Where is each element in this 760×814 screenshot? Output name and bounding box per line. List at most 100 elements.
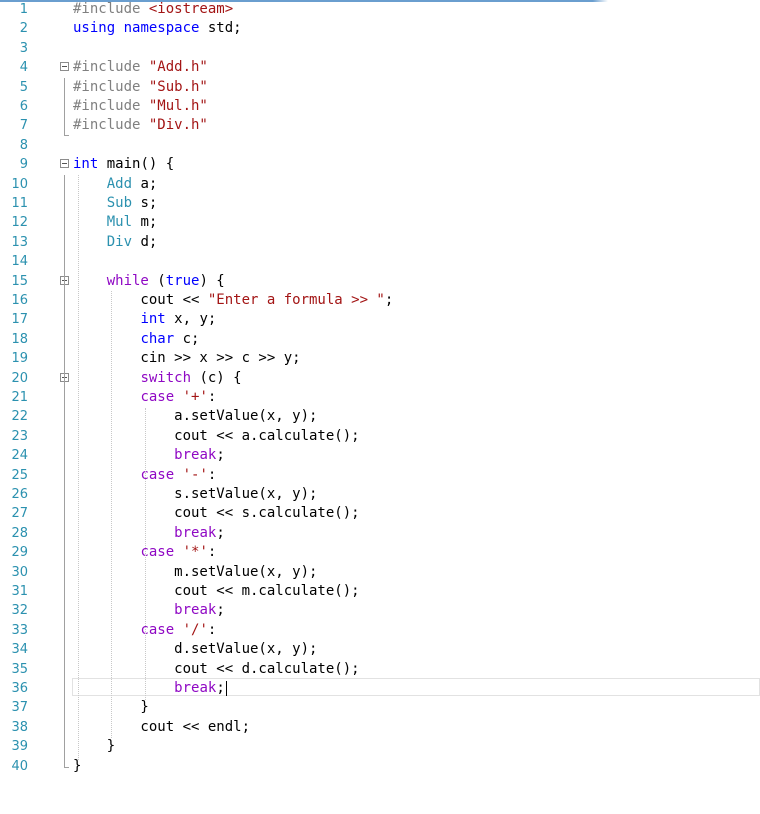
code-line[interactable]: 13 Div d; <box>0 233 760 252</box>
code-text: switch (c) { <box>140 369 242 386</box>
line-number: 6 <box>19 99 28 114</box>
code-line[interactable]: 8 <box>0 136 760 155</box>
code-line[interactable]: 39 } <box>0 737 760 756</box>
line-number: 17 <box>11 312 28 328</box>
code-text: break; <box>174 524 225 541</box>
include-fold-rail-end <box>64 135 69 136</box>
code-line[interactable]: 35 cout << d.calculate(); <box>0 660 760 679</box>
line-number: 39 <box>11 739 28 755</box>
main-fold-rail <box>64 175 65 767</box>
code-line[interactable]: 7#include "Div.h" <box>0 116 760 135</box>
code-text: char c; <box>140 330 200 347</box>
code-text: break; <box>174 447 225 464</box>
collapse-toggle-icon[interactable] <box>60 159 69 169</box>
line-number: 23 <box>11 428 28 444</box>
code-text: Sub s; <box>106 195 158 211</box>
line-number: 5 <box>19 79 28 95</box>
code-line[interactable]: 31 cout << m.calculate(); <box>0 582 760 601</box>
line-number: 31 <box>11 584 28 599</box>
text-cursor <box>225 680 227 696</box>
line-number: 36 <box>11 681 28 696</box>
code-text: cout << m.calculate(); <box>73 583 360 599</box>
code-line[interactable]: 27 cout << s.calculate(); <box>0 504 760 523</box>
indent-guide <box>111 291 112 738</box>
code-text: m.setValue(x, y); <box>73 563 318 580</box>
code-line[interactable]: 40} <box>0 757 760 776</box>
code-line[interactable]: 17 int x, y; <box>0 310 760 329</box>
line-number: 38 <box>11 719 28 735</box>
code-line[interactable]: 36 break; <box>0 679 760 698</box>
code-line[interactable]: 18 char c; <box>0 330 760 349</box>
code-text: while (true) { <box>106 272 225 289</box>
code-line[interactable]: 5 #include "Sub.h" <box>0 78 760 97</box>
code-text: Div d; <box>106 233 158 250</box>
code-line[interactable]: 38 cout << endl; <box>0 718 760 737</box>
code-line[interactable]: 25 case '-': <box>0 466 760 485</box>
line-number: 7 <box>19 118 28 134</box>
indent-guide <box>78 175 79 760</box>
line-number: 1 <box>19 2 28 17</box>
code-line[interactable]: 26 s.setValue(x, y); <box>0 485 760 504</box>
line-number: 27 <box>11 506 28 522</box>
code-text: case '/': <box>140 621 217 638</box>
code-text: int main() { <box>73 156 175 173</box>
code-text: } <box>73 738 116 755</box>
line-number: 19 <box>11 351 28 367</box>
code-text: cout << a.calculate(); <box>73 427 360 444</box>
code-line[interactable]: 10 Add a; <box>0 175 760 194</box>
code-text: cout << s.calculate(); <box>73 505 360 522</box>
code-text: case '+': <box>140 389 217 405</box>
code-line[interactable]: 22 a.setValue(x, y); <box>0 407 760 426</box>
code-line[interactable]: 21 case '+': <box>0 388 760 407</box>
code-line[interactable]: 4 #include "Add.h" <box>0 58 760 77</box>
line-number: 30 <box>11 564 28 580</box>
code-line[interactable]: 15 while (true) { <box>0 272 760 291</box>
code-text: cout << d.calculate(); <box>73 660 360 677</box>
line-number: 11 <box>11 196 28 211</box>
code-text: #include "Mul.h" <box>73 98 208 114</box>
code-line[interactable]: 30 m.setValue(x, y); <box>0 563 760 582</box>
code-text: Add a; <box>106 175 158 192</box>
line-number: 28 <box>11 525 28 541</box>
code-line[interactable]: 34 d.setValue(x, y); <box>0 640 760 659</box>
line-number: 4 <box>19 60 28 76</box>
code-line[interactable]: 29 case '*': <box>0 543 760 562</box>
line-number: 13 <box>11 234 28 250</box>
code-line[interactable]: 37 } <box>0 698 760 717</box>
code-line[interactable]: 19 cin >> x >> c >> y; <box>0 349 760 368</box>
code-text: case '*': <box>140 544 217 561</box>
collapse-toggle-icon[interactable] <box>60 62 69 72</box>
code-line[interactable]: 11 Sub s; <box>0 194 760 213</box>
code-line[interactable]: 12 Mul m; <box>0 213 760 232</box>
line-number: 34 <box>11 642 28 658</box>
code-text: a.setValue(x, y); <box>73 408 318 425</box>
line-number: 10 <box>11 176 28 192</box>
code-line[interactable]: 20 switch (c) { <box>0 369 760 388</box>
indent-guide <box>145 408 146 700</box>
code-text: case '-': <box>140 466 217 483</box>
line-number: 24 <box>11 448 28 464</box>
line-number: 3 <box>19 40 28 56</box>
line-number: 2 <box>19 21 28 37</box>
code-line[interactable]: 28 break; <box>0 524 760 543</box>
code-line[interactable]: 1#include <iostream> <box>0 0 760 19</box>
code-line[interactable]: 33 case '/': <box>0 621 760 640</box>
code-text: #include "Sub.h" <box>73 78 208 95</box>
code-line[interactable]: 6 #include "Mul.h" <box>0 97 760 116</box>
line-number: 21 <box>11 390 28 405</box>
code-text: #include "Add.h" <box>73 59 208 76</box>
code-text: s.setValue(x, y); <box>73 486 318 502</box>
code-line[interactable]: 24 break; <box>0 446 760 465</box>
code-line[interactable]: 16 cout << "Enter a formula >> "; <box>0 291 760 310</box>
line-number: 25 <box>11 467 28 483</box>
code-line[interactable]: 32 break; <box>0 601 760 620</box>
line-number: 20 <box>11 370 28 386</box>
code-line[interactable]: 14 <box>0 252 760 271</box>
code-line[interactable]: 3 <box>0 39 760 58</box>
line-number: 14 <box>11 254 28 270</box>
code-text: } <box>73 699 149 716</box>
code-line[interactable]: 23 cout << a.calculate(); <box>0 427 760 446</box>
